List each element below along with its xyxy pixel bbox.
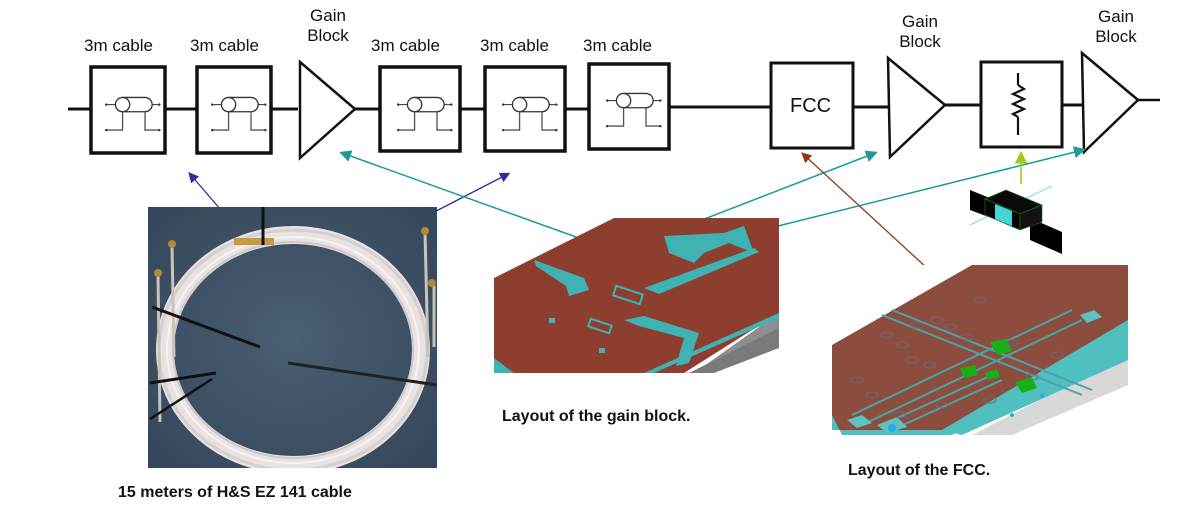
cable-coil-image [148, 207, 437, 468]
cable-label-1: 3m cable [84, 36, 153, 55]
gain-label-2-line2: Block [899, 32, 941, 51]
cable-photo-caption: 15 meters of H&S EZ 141 cable [118, 484, 352, 501]
cable-block-3[interactable] [378, 65, 462, 153]
fcc-label: FCC [790, 95, 832, 117]
cable-photo [148, 207, 437, 468]
gain-block-2[interactable] [886, 55, 947, 160]
attenuator-block[interactable] [979, 60, 1064, 149]
fcc-layout [832, 265, 1128, 435]
gain-block-pcb-image [494, 218, 779, 373]
gain-arrow-3 [769, 146, 1086, 229]
cable-block-4[interactable] [483, 65, 567, 153]
cable-block-5[interactable] [587, 62, 671, 151]
cable-label-3: 3m cable [371, 36, 440, 55]
gain-label-3-line2: Block [1095, 27, 1137, 46]
gain-block-3[interactable] [1080, 50, 1140, 155]
gain-label-1-line1: Gain [310, 6, 346, 25]
gain-block-layout [494, 218, 779, 373]
gain-label-1-line2: Block [307, 26, 349, 45]
cable-label-4: 3m cable [480, 36, 549, 55]
signal-line [68, 98, 1160, 111]
resistor-icon [1010, 73, 1027, 135]
gain-block-1[interactable] [298, 59, 357, 161]
gain-label-1: Gain Block [300, 6, 356, 46]
cable-label-2: 3m cable [190, 36, 259, 55]
fcc-block[interactable] [769, 61, 855, 150]
cable-block-2[interactable] [195, 65, 273, 155]
gain-label-2: Gain Block [890, 12, 950, 52]
gain-layout-caption: Layout of the gain block. [502, 408, 691, 425]
fcc-pcb-image [832, 265, 1128, 435]
cable-label-5: 3m cable [583, 36, 652, 55]
gain-label-3-line1: Gain [1098, 7, 1134, 26]
fcc-arrow [801, 152, 941, 281]
gain-label-3: Gain Block [1086, 7, 1146, 47]
gain-label-2-line1: Gain [902, 12, 938, 31]
gain-arrow-1 [339, 150, 616, 252]
fcc-layout-caption: Layout of the FCC. [848, 462, 991, 479]
attenuator-3d-model [969, 185, 1062, 254]
cable-block-1[interactable] [89, 65, 167, 155]
